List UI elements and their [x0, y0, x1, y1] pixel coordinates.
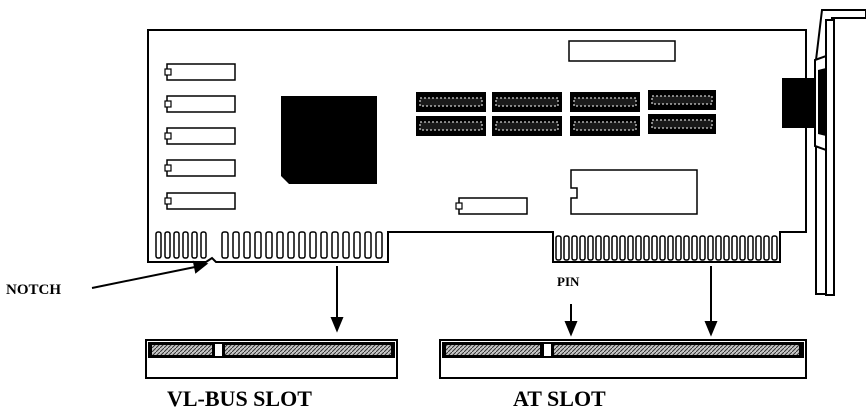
contact-finger: [342, 231, 350, 259]
at-slot-label: AT SLOT: [513, 386, 606, 411]
contact-finger: [155, 231, 162, 259]
contact-finger: [683, 235, 690, 261]
vlbus-slot-label: VL-BUS SLOT: [167, 386, 312, 411]
contact-finger: [659, 235, 666, 261]
contact-finger: [755, 235, 762, 261]
small-chip: [164, 159, 236, 177]
contact-finger: [771, 235, 778, 261]
contact-finger: [643, 235, 650, 261]
contact-finger: [651, 235, 658, 261]
contact-finger: [243, 231, 251, 259]
contact-finger: [182, 231, 189, 259]
contact-finger: [571, 235, 578, 261]
contact-finger: [265, 231, 273, 259]
contact-finger: [579, 235, 586, 261]
contact-finger: [232, 231, 240, 259]
dip-chip-icon: [416, 116, 486, 136]
notch-arrow: [91, 260, 209, 289]
contact-finger: [375, 231, 383, 259]
memory-chip-bank: [416, 90, 716, 136]
contact-finger: [715, 235, 722, 261]
contact-finger: [221, 231, 229, 259]
contact-finger: [320, 231, 328, 259]
notch-label: NOTCH: [6, 282, 61, 298]
contact-finger: [723, 235, 730, 261]
small-chip: [164, 95, 236, 113]
dip-chip-icon: [648, 90, 716, 110]
contact-finger: [675, 235, 682, 261]
pin-label: PIN: [557, 274, 580, 289]
contact-finger: [603, 235, 610, 261]
contact-finger: [739, 235, 746, 261]
small-chip: [164, 127, 236, 145]
contact-finger: [699, 235, 706, 261]
contact-finger: [173, 231, 180, 259]
db-connector-icon: [782, 54, 827, 152]
contact-finger: [200, 231, 207, 259]
contact-finger: [563, 235, 570, 261]
at-arrow: [704, 266, 718, 337]
chip-socket: [570, 169, 698, 215]
square-chip-icon: [281, 96, 377, 184]
contact-finger: [747, 235, 754, 261]
dip-chip-icon: [416, 92, 486, 112]
contact-finger: [587, 235, 594, 261]
pin-arrow: [564, 304, 578, 337]
left-chip-column: [164, 63, 236, 210]
contact-finger: [691, 235, 698, 261]
dip-chip-icon: [570, 92, 640, 112]
contact-finger: [763, 235, 770, 261]
small-chip: [164, 63, 236, 81]
mounting-bracket: [815, 9, 866, 296]
contact-finger: [353, 231, 361, 259]
contact-finger: [595, 235, 602, 261]
vlbus-slot: [145, 339, 398, 379]
contact-finger: [331, 231, 339, 259]
dip-chip-icon: [648, 114, 716, 134]
card-board-outline: [147, 29, 807, 263]
arrows: [91, 260, 718, 337]
vlbus-arrow: [330, 266, 344, 333]
contact-finger: [254, 231, 262, 259]
small-chip-middle: [455, 197, 528, 215]
contact-finger: [191, 231, 198, 259]
contact-finger: [276, 231, 284, 259]
dip-chip-icon: [570, 116, 640, 136]
dip-chip-icon: [492, 116, 562, 136]
contact-finger: [707, 235, 714, 261]
dip-chip-icon: [492, 92, 562, 112]
contact-finger: [731, 235, 738, 261]
contact-finger: [287, 231, 295, 259]
contact-finger: [627, 235, 634, 261]
contact-finger: [164, 231, 171, 259]
contact-finger: [635, 235, 642, 261]
contact-finger: [309, 231, 317, 259]
at-slot: [439, 339, 807, 379]
contact-finger: [298, 231, 306, 259]
contact-finger: [364, 231, 372, 259]
top-rom-chip: [568, 40, 676, 62]
contact-finger: [611, 235, 618, 261]
small-chip: [164, 192, 236, 210]
edge-connector-contacts: [155, 231, 778, 261]
contact-finger: [555, 235, 562, 261]
contact-finger: [667, 235, 674, 261]
contact-finger: [619, 235, 626, 261]
